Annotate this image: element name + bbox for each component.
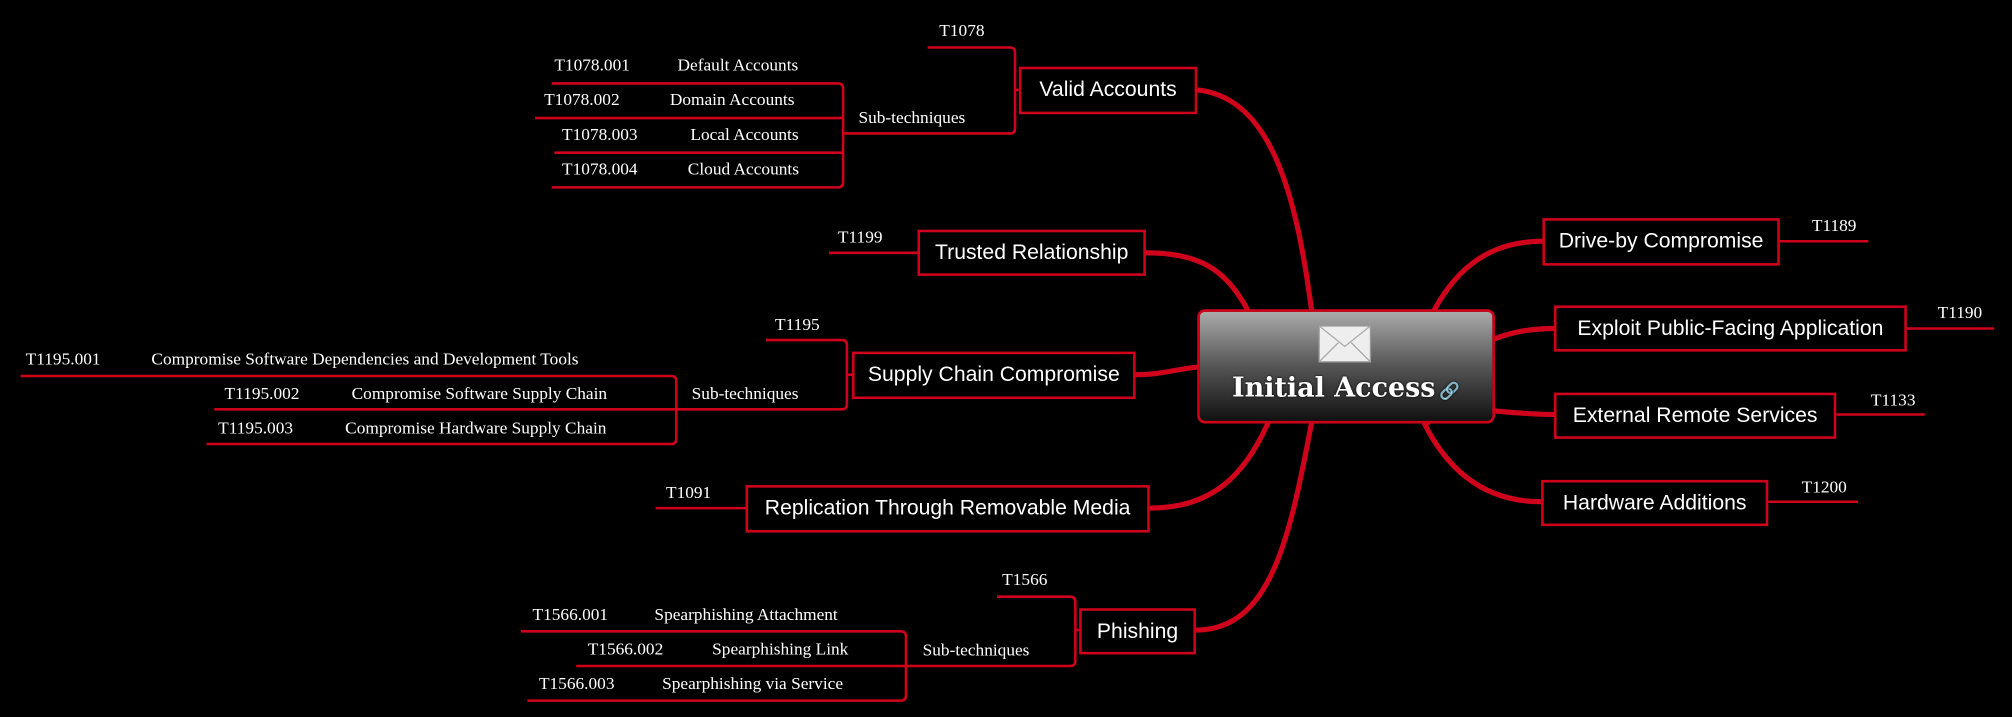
node-valid-accounts[interactable]: Valid Accounts — [1018, 66, 1198, 115]
sub-technique-name: Domain Accounts — [669, 89, 795, 110]
branch-driveby — [1432, 238, 1545, 312]
phishing-sub-bracket — [520, 630, 908, 702]
sub-technique-name: Spearphishing via Service — [662, 673, 844, 693]
technique-id: T1189 — [1811, 215, 1857, 235]
valid-accounts-sub-lines — [535, 116, 844, 154]
supply-bracket — [214, 338, 849, 411]
technique-id: T1078 — [939, 20, 985, 40]
technique-id: T1091 — [665, 482, 712, 502]
sub-technique-id: T1078.001 — [554, 55, 630, 75]
technique-id: T1190 — [1937, 302, 1983, 323]
sub-technique-id: T1566.001 — [532, 604, 609, 624]
root-title: Initial Access — [1232, 370, 1436, 403]
sub-technique-name: Default Accounts — [677, 55, 799, 75]
node-supply-chain-compromise[interactable]: Supply Chain Compromise — [852, 351, 1136, 400]
branch-trusted — [1143, 250, 1250, 312]
valid-accounts-sub-bracket — [551, 82, 845, 189]
sub-technique-name: Cloud Accounts — [687, 159, 799, 179]
node-label: Phishing — [1096, 619, 1179, 643]
node-external-remote-services[interactable]: External Remote Services — [1553, 392, 1837, 439]
link-icon[interactable]: 🔗 — [1439, 382, 1461, 402]
node-label: Valid Accounts — [1039, 78, 1177, 102]
sub-technique-id: T1078.002 — [544, 89, 620, 110]
node-hardware-additions[interactable]: Hardware Additions — [1541, 479, 1769, 527]
node-exploit-public-facing-application[interactable]: Exploit Public-Facing Application — [1553, 305, 1907, 352]
node-label: Replication Through Removable Media — [764, 496, 1131, 520]
technique-id: T1133 — [1870, 390, 1916, 410]
envelope-icon — [1318, 325, 1372, 363]
sub-technique-id: T1078.003 — [562, 124, 638, 144]
node-trusted-relationship[interactable]: Trusted Relationship — [917, 229, 1146, 276]
node-label: Drive-by Compromise — [1558, 229, 1764, 253]
right-id-lines — [1766, 239, 1995, 504]
node-drive-by-compromise[interactable]: Drive-by Compromise — [1542, 218, 1780, 266]
root-title-row: Initial Access🔗 — [1200, 371, 1493, 403]
branch-replication — [1147, 420, 1271, 511]
branch-exploit — [1492, 325, 1557, 342]
supply-sub-bracket — [20, 374, 678, 446]
sub-technique-id: T1195.001 — [25, 349, 101, 369]
node-label: Supply Chain Compromise — [867, 363, 1120, 387]
branch-hardware — [1421, 420, 1544, 505]
node-label: Exploit Public-Facing Application — [1577, 316, 1884, 340]
branch-supply — [1133, 364, 1200, 378]
sub-technique-name: Compromise Software Dependencies and Dev… — [151, 349, 579, 369]
sub-technique-name: Local Accounts — [690, 124, 799, 144]
sub-techniques-label: Sub-techniques — [691, 383, 799, 403]
sub-technique-id: T1566.002 — [587, 639, 664, 659]
sub-technique-name: Spearphishing Attachment — [654, 604, 838, 624]
sub-technique-id: T1195.003 — [218, 418, 294, 438]
branch-phishing — [1193, 420, 1314, 633]
sub-technique-name: Compromise Software Supply Chain — [351, 383, 608, 403]
technique-id: T1199 — [837, 227, 883, 247]
sub-techniques-label: Sub-techniques — [922, 640, 1030, 660]
sub-techniques-label: Sub-techniques — [858, 107, 966, 128]
technique-id: T1566 — [1002, 569, 1048, 589]
sub-technique-id: T1566.003 — [538, 673, 615, 693]
sub-technique-id: T1195.002 — [224, 383, 300, 403]
node-label: External Remote Services — [1572, 403, 1818, 427]
node-phishing[interactable]: Phishing — [1079, 608, 1196, 655]
node-label: Trusted Relationship — [934, 240, 1129, 264]
technique-id: T1195 — [775, 314, 820, 334]
node-replication-removable-media[interactable]: Replication Through Removable Media — [745, 485, 1150, 533]
branch-valid-accounts — [1193, 87, 1314, 312]
node-label: Hardware Additions — [1562, 490, 1747, 514]
sub-technique-id: T1078.004 — [562, 159, 638, 179]
sub-technique-name: Compromise Hardware Supply Chain — [345, 418, 607, 438]
sub-technique-name: Spearphishing Link — [712, 639, 849, 659]
technique-id: T1200 — [1801, 477, 1847, 497]
